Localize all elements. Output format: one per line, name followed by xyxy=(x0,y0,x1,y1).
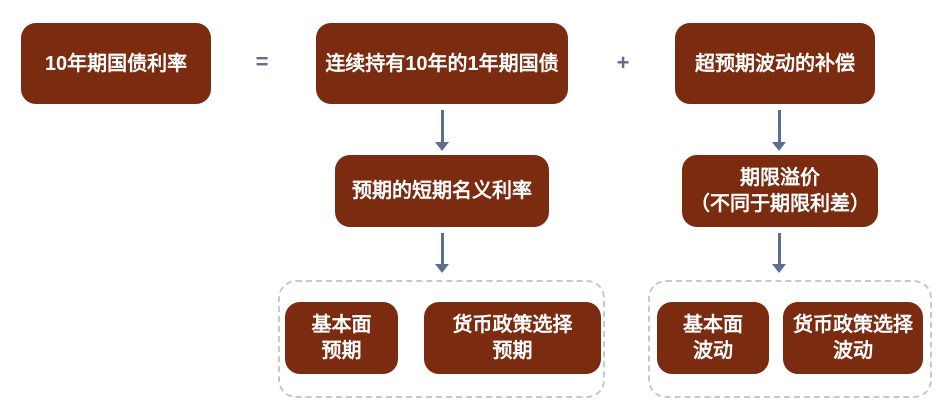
down-arrow-icon xyxy=(435,110,449,151)
node-policy-choice-expectation-label: 货币政策选择 预期 xyxy=(453,312,573,364)
down-arrow-shaft xyxy=(440,233,444,264)
down-arrow-icon xyxy=(772,110,786,151)
node-expected-short-rate-label: 预期的短期名义利率 xyxy=(352,180,532,202)
down-arrow-shaft xyxy=(440,110,444,142)
node-10y-treasury-rate: 10年期国债利率 xyxy=(21,23,211,104)
group-expectation-container xyxy=(278,280,605,398)
plus-sign-glyph: + xyxy=(616,50,630,75)
node-fundamental-volatility-line2: 波动 xyxy=(693,340,733,362)
node-fundamental-expectation-line2: 预期 xyxy=(321,340,362,362)
node-term-premium-line2: （不同于期限利差） xyxy=(690,193,870,215)
node-policy-choice-expectation: 货币政策选择 预期 xyxy=(424,302,601,374)
node-policy-choice-volatility-line2: 波动 xyxy=(833,340,873,362)
down-arrow-head xyxy=(435,142,449,151)
down-arrow-icon xyxy=(772,233,786,273)
node-term-premium-line1: 期限溢价 xyxy=(740,167,820,189)
node-fundamental-volatility: 基本面 波动 xyxy=(657,302,769,374)
node-volatility-compensation-label: 超预期波动的补偿 xyxy=(695,52,855,75)
node-policy-choice-expectation-line1: 货币政策选择 xyxy=(452,314,573,336)
node-fundamental-volatility-line1: 基本面 xyxy=(683,314,743,336)
node-rolling-1y-treasury: 连续持有10年的1年期国债 xyxy=(316,23,568,104)
down-arrow-head xyxy=(772,142,786,151)
node-volatility-compensation: 超预期波动的补偿 xyxy=(675,23,875,104)
node-rolling-1y-treasury-label: 连续持有10年的1年期国债 xyxy=(325,52,559,75)
group-volatility-container xyxy=(648,280,932,398)
equals-sign: = xyxy=(242,47,282,77)
down-arrow-head xyxy=(772,264,786,273)
equals-sign-glyph: = xyxy=(255,49,269,74)
plus-sign: + xyxy=(603,48,643,78)
node-expected-short-rate: 预期的短期名义利率 xyxy=(335,155,549,227)
node-policy-choice-volatility-line1: 货币政策选择 xyxy=(793,314,913,336)
down-arrow-shaft xyxy=(777,233,781,264)
node-term-premium-label: 期限溢价 （不同于期限利差） xyxy=(690,165,870,217)
node-policy-choice-volatility: 货币政策选择 波动 xyxy=(783,302,923,374)
down-arrow-head xyxy=(435,264,449,273)
down-arrow-icon xyxy=(435,233,449,273)
node-term-premium: 期限溢价 （不同于期限利差） xyxy=(682,155,878,227)
down-arrow-shaft xyxy=(777,110,781,142)
node-fundamental-expectation: 基本面 预期 xyxy=(285,302,398,374)
node-10y-treasury-rate-label: 10年期国债利率 xyxy=(44,52,188,75)
node-fundamental-expectation-label: 基本面 预期 xyxy=(312,312,372,364)
node-policy-choice-volatility-label: 货币政策选择 波动 xyxy=(793,312,913,364)
node-fundamental-expectation-line1: 基本面 xyxy=(311,314,372,336)
node-fundamental-volatility-label: 基本面 波动 xyxy=(683,312,743,364)
node-policy-choice-expectation-line2: 预期 xyxy=(492,340,533,362)
